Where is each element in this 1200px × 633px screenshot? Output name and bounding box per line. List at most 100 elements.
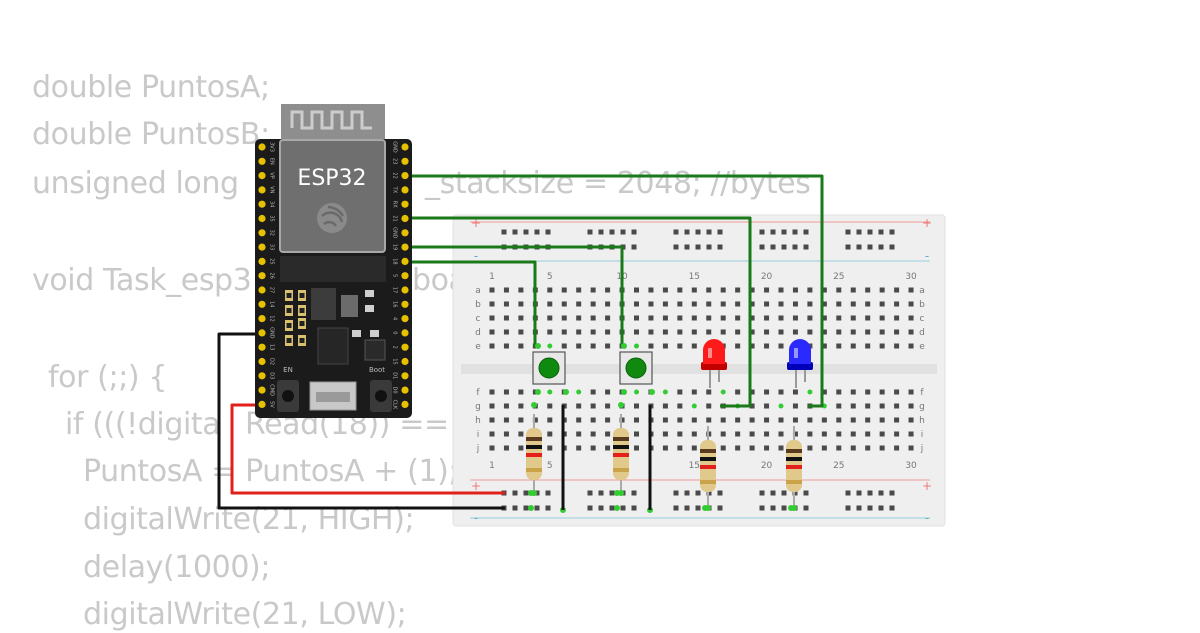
breadboard-hole: [894, 315, 900, 321]
esp32-pin-right: [401, 172, 409, 180]
breadboard-hole: [821, 287, 827, 293]
breadboard-hole: [845, 505, 851, 511]
breadboard-hole: [908, 389, 914, 395]
breadboard-hole: [489, 417, 495, 423]
breadboard-hole: [695, 244, 701, 250]
esp32-pin-right: [401, 400, 409, 408]
column-number-top: 30: [905, 272, 917, 282]
breadboard-hole: [803, 229, 809, 235]
breadboard-hole: [576, 301, 582, 307]
breadboard-hole: [803, 244, 809, 250]
esp32-pin-left: [258, 214, 266, 223]
resistor-band: [613, 445, 629, 449]
breadboard-hole: [590, 431, 596, 437]
esp32-pin-label-left: 32: [269, 230, 275, 236]
breadboard-hole: [634, 445, 639, 451]
breadboard-hole: [764, 343, 770, 349]
resistor-band: [526, 468, 542, 472]
column-number-bottom: 15: [689, 461, 700, 471]
breadboard-hole: [749, 287, 755, 293]
breadboard-hole: [717, 244, 723, 250]
breadboard-hole: [662, 445, 668, 451]
column-number-bottom: 1: [489, 461, 495, 471]
active-connection-dot: [621, 343, 627, 349]
breadboard-hole: [720, 301, 726, 307]
active-connection-dot: [531, 402, 537, 408]
breadboard-hole: [759, 505, 765, 511]
breadboard-hole: [503, 417, 509, 423]
esp32-pin-right: [401, 200, 409, 208]
breadboard-hole: [889, 505, 895, 511]
breadboard-hole: [561, 287, 567, 293]
usb-uart-chip: [317, 327, 349, 365]
breadboard-hole: [792, 403, 798, 409]
breadboard-hole: [717, 490, 723, 496]
breadboard-hole: [587, 229, 593, 235]
esp32-pin-label-left: GND: [269, 327, 275, 339]
active-connection-dot: [791, 505, 797, 511]
esp32-pin-right: [401, 286, 409, 294]
breadboard-hole: [706, 403, 712, 409]
breadboard-hole: [501, 229, 507, 235]
breadboard-hole: [677, 403, 683, 409]
breadboard-hole: [889, 244, 895, 250]
esp32-pin-label-left: 3V3: [269, 142, 275, 152]
en-button-cap[interactable]: [282, 390, 294, 402]
breadboard-hole: [547, 403, 553, 409]
breadboard-hole: [770, 229, 776, 235]
esp32-pin-label-right: 19: [392, 244, 398, 250]
esp32-pin-left: [258, 272, 266, 280]
active-connection-dot: [531, 490, 537, 496]
breadboard-hole: [836, 445, 842, 451]
breadboard-hole: [576, 445, 582, 451]
breadboard-hole: [576, 417, 582, 423]
boot-button-cap[interactable]: [375, 390, 387, 402]
esp32-pin-label-left: 34: [269, 201, 275, 207]
breadboard-hole: [547, 389, 553, 395]
esp32-pin-left: [258, 400, 266, 408]
esp32-pin-right: [401, 386, 409, 394]
breadboard-hole: [879, 445, 885, 451]
breadboard-hole: [605, 343, 611, 349]
code-line: _stacksize = 2048; //bytes: [425, 166, 811, 201]
column-number-top: 5: [547, 272, 553, 282]
boot-label: Boot: [369, 366, 385, 374]
esp32-pin-left: [258, 243, 266, 251]
column-number-top: 15: [689, 272, 700, 282]
resistor-band: [613, 437, 629, 441]
breadboard-hole: [545, 229, 551, 235]
breadboard-hole: [605, 315, 611, 321]
breadboard-hole: [648, 301, 654, 307]
breadboard-hole: [684, 229, 690, 235]
breadboard-hole: [512, 490, 518, 496]
breadboard-hole: [489, 287, 495, 293]
breadboard-hole: [908, 301, 914, 307]
breadboard-hole: [778, 431, 784, 437]
esp32-pin-label-right: RX: [392, 201, 398, 208]
breadboard-hole: [576, 315, 582, 321]
breadboard-hole: [764, 403, 770, 409]
resistor-band: [786, 480, 802, 484]
breadboard-hole: [735, 329, 741, 335]
breadboard-hole: [605, 287, 611, 293]
breadboard-hole: [503, 389, 509, 395]
breadboard-hole-active: [528, 505, 534, 511]
usb-port-opening: [316, 392, 350, 402]
breadboard-hole: [770, 244, 776, 250]
breadboard-hole: [576, 343, 582, 349]
breadboard-hole: [503, 287, 509, 293]
row-letter: c: [920, 314, 925, 324]
breadboard-hole: [770, 505, 776, 511]
breadboard-hole: [489, 389, 495, 395]
esp32-pin-left: [258, 286, 266, 294]
breadboard-hole: [803, 490, 809, 496]
row-letter: e: [475, 342, 481, 352]
smd-component-body: [299, 338, 305, 343]
breadboard-hole: [489, 403, 495, 409]
breadboard-hole: [865, 431, 871, 437]
breadboard-hole: [576, 329, 582, 335]
resistor-band: [526, 453, 542, 457]
esp32-pin-label-left: 33: [269, 244, 275, 250]
breadboard-hole: [894, 431, 900, 437]
esp32-pin-label-right: GND: [392, 141, 398, 153]
